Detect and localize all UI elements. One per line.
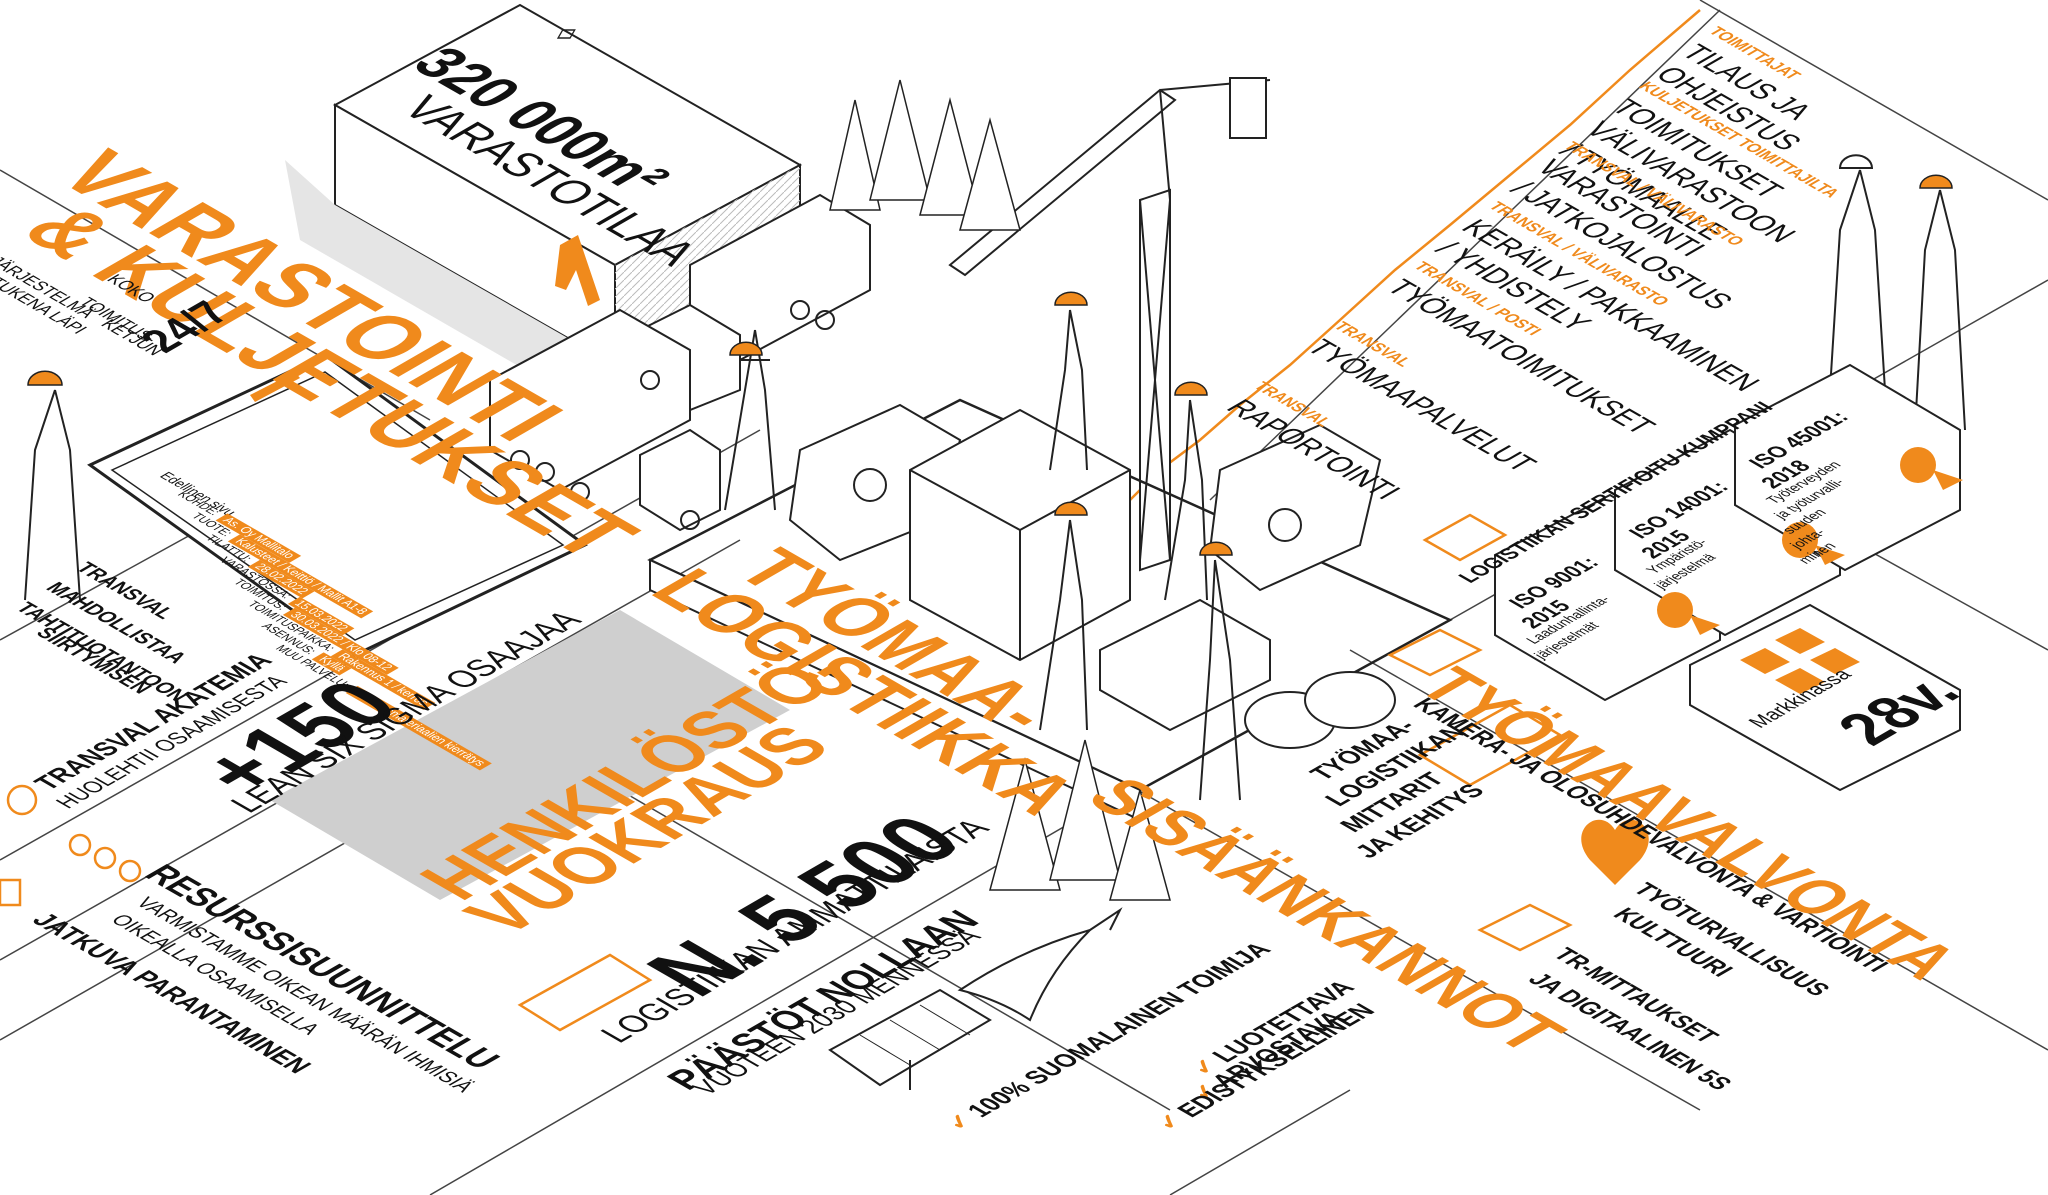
- bulb-icon: [6, 784, 38, 816]
- medal-icon: [1657, 447, 1963, 635]
- logo-icon: [555, 235, 600, 306]
- calendar-icon: [1740, 628, 1860, 694]
- heart-icon: [1581, 819, 1649, 885]
